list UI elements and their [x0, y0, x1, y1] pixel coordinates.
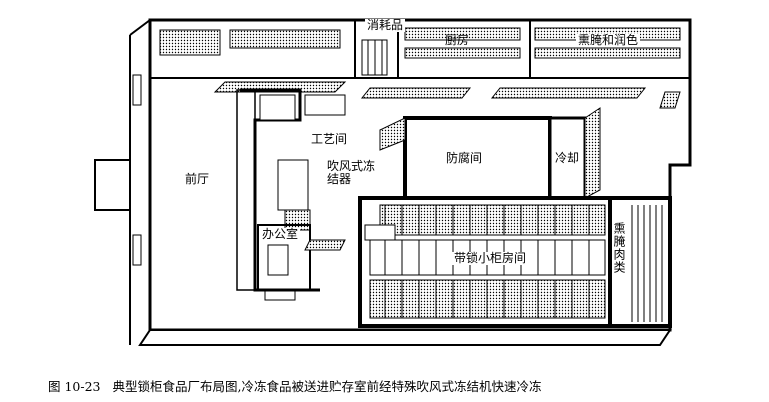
preservation-room [403, 116, 552, 200]
room-label-blast-freezer: 吹风式冻结器 [327, 159, 376, 186]
room-label-lobby: 前厅 [185, 172, 210, 186]
room-label-cured-meats: 熏腌肉类 [612, 222, 626, 274]
entrance [94, 159, 131, 211]
figure-number: 图 10-23 [48, 379, 101, 394]
room-label-supplies: 消耗品 [365, 18, 406, 32]
figure-caption: 图 10-23 典型锁柜食品厂布局图,冷冻食品被送进贮存室前经特殊吹风式冻结机快速… [48, 376, 554, 395]
room-label-kitchen: 厨房 [445, 33, 470, 47]
room-label-cooling: 冷却 [555, 151, 580, 165]
cured-meats-room [608, 196, 672, 328]
room-label-locker-room: 带锁小柜房间 [452, 251, 529, 265]
room-label-office: 办公室 [260, 227, 301, 241]
caption-text: 典型锁柜食品厂布局图,冷冻食品被送进贮存室前经特殊吹风式冻结机快速冷冻 [112, 379, 542, 394]
room-label-workroom: 工艺间 [311, 132, 348, 146]
building-floor-edge [138, 329, 672, 346]
room-label-preservation: 防腐间 [446, 151, 483, 165]
room-label-smoking-curing: 熏腌和润色 [576, 33, 641, 47]
